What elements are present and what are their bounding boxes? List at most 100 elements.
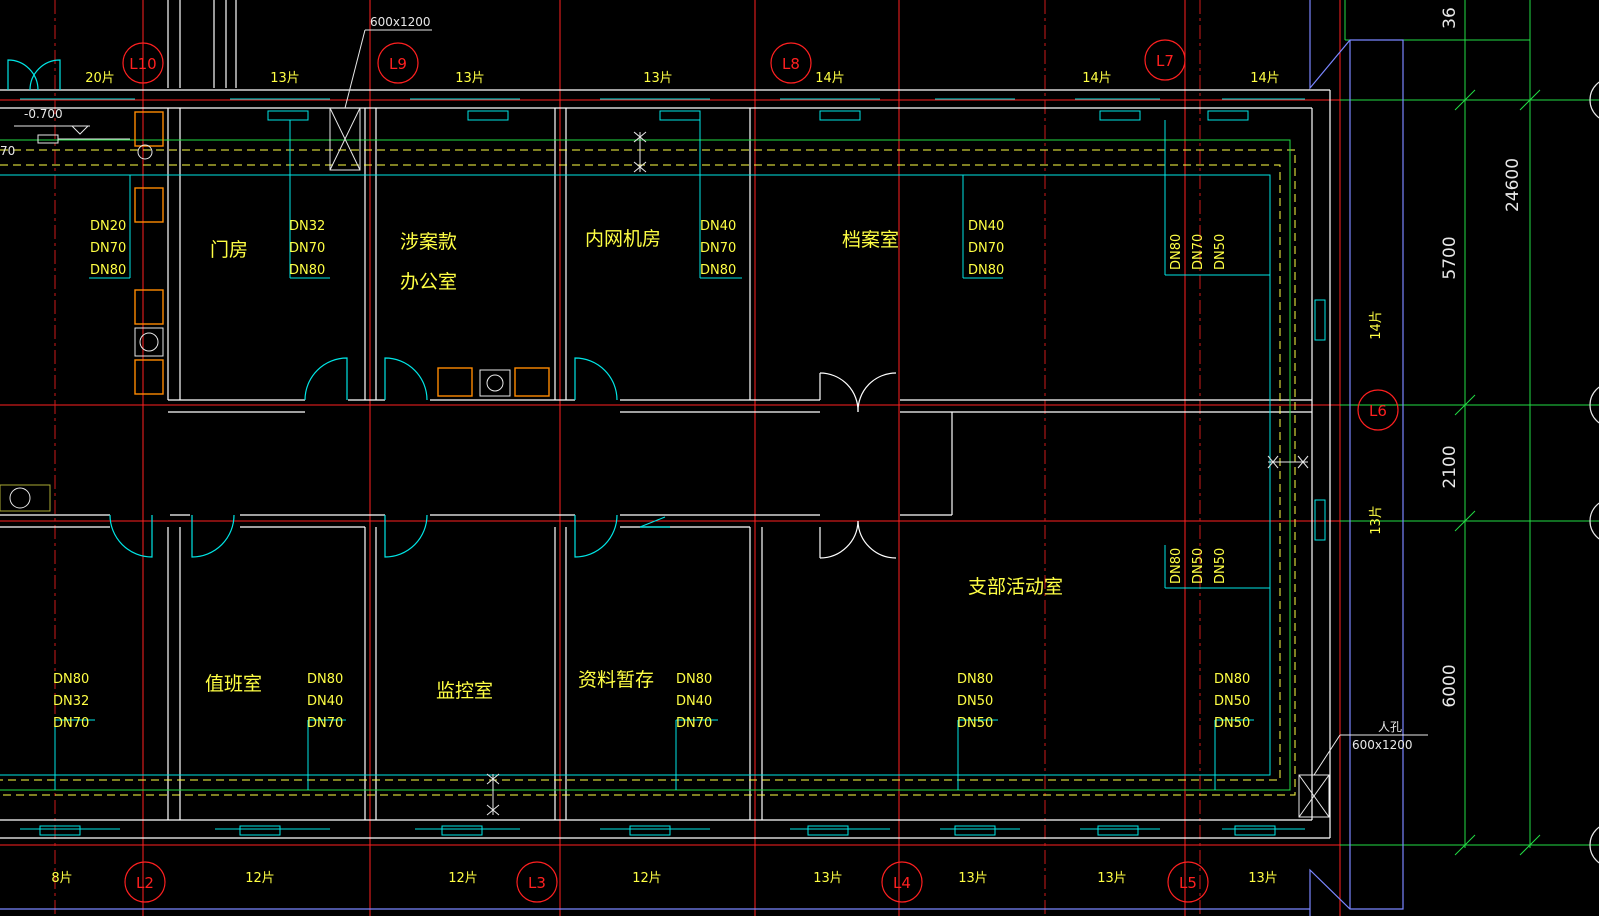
room-label-monitor: 监控室 — [436, 680, 493, 702]
pipe-size-label: DN70 — [700, 241, 736, 256]
dimension-total: 24600 — [1503, 158, 1523, 212]
room-label-activity: 支部活动室 — [968, 576, 1063, 598]
pipe-size-label: DN50 — [957, 716, 993, 731]
pipe-label-group: DN80 DN40 DN70 — [676, 672, 712, 731]
radiator-count: 13片 — [1369, 505, 1384, 535]
manhole — [329, 29, 1428, 818]
dimension-6000: 6000 — [1440, 664, 1460, 707]
radiator-count: 12片 — [245, 871, 275, 886]
pipe-size-label: DN32 — [289, 219, 325, 234]
pipe-label-group-vertical: DN80 DN70 DN50 — [1169, 234, 1228, 270]
branch-pipes — [54, 120, 1270, 790]
pipe-label-group-vertical: DN80 DN50 DN50 — [1169, 548, 1228, 584]
radiator-count: 14片 — [1082, 71, 1112, 86]
dimension-lines — [1340, 0, 1599, 856]
pipe-size-label: DN50 — [1213, 548, 1228, 584]
axis-label-L2: L2 — [136, 874, 154, 892]
pipe-size-label: DN70 — [90, 241, 126, 256]
axis-label-L5: L5 — [1179, 874, 1197, 892]
right-axis-bubbles — [1589, 81, 1599, 864]
pump-symbols — [0, 144, 511, 512]
pipe-size-label: DN50 — [1191, 548, 1206, 584]
pipe-size-label: DN80 — [90, 263, 126, 278]
radiator-count: 13片 — [958, 871, 988, 886]
room-label-network-room: 内网机房 — [585, 228, 661, 250]
radiator-count: 13片 — [1248, 871, 1278, 886]
pipe-size-label: DN80 — [289, 263, 325, 278]
dimension-5700: 5700 — [1440, 236, 1460, 279]
pipe-label-group: DN80 DN50 DN50 — [957, 672, 993, 731]
equipment-symbols — [134, 111, 550, 397]
radiator-count: 14片 — [1369, 310, 1384, 340]
pipe-size-label: DN50 — [957, 694, 993, 709]
pipe-size-label: DN40 — [307, 694, 343, 709]
axis-bubbles: L10 L9 L8 L7 L2 L3 L4 L5 L6 — [122, 39, 1399, 903]
pipe-label-group: DN40 DN70 DN80 — [700, 219, 736, 278]
axis-label-L4: L4 — [893, 874, 911, 892]
pipe-size-label: DN70 — [968, 241, 1004, 256]
radiator-count: 12片 — [632, 871, 662, 886]
pipe-size-label: DN70 — [307, 716, 343, 731]
pipe-size-label: DN80 — [968, 263, 1004, 278]
elevation-label: -0.700 — [24, 107, 63, 121]
radiator-count: 13片 — [270, 71, 300, 86]
axis-label-L8: L8 — [782, 55, 800, 73]
room-label-case-office-1: 涉案款 — [400, 231, 457, 253]
pipe-size-label: DN32 — [53, 694, 89, 709]
doors — [7, 59, 670, 558]
elevation-marker — [14, 125, 130, 144]
radiator-count: 20片 — [85, 71, 115, 86]
radiator-count: 8片 — [51, 871, 72, 886]
pipe-size-label: DN40 — [676, 694, 712, 709]
manhole-label: 人孔 — [1378, 720, 1402, 734]
manhole-size: 600x1200 — [1352, 738, 1413, 752]
room-label-storage: 资料暂存 — [578, 669, 654, 691]
roof-outline — [0, 0, 1404, 916]
room-label-archive: 档案室 — [842, 229, 899, 251]
pipe-size-label: DN70 — [53, 716, 89, 731]
pipe-size-label: DN80 — [700, 263, 736, 278]
pipe-size-label: DN70 — [289, 241, 325, 256]
pipe-size-label: DN80 — [307, 672, 343, 687]
pipe-size-label: DN50 — [1214, 694, 1250, 709]
pipe-label-group: DN80 DN50 DN50 — [1214, 672, 1250, 731]
windows — [20, 98, 1305, 830]
edge-fragment-text: 70 — [0, 144, 15, 158]
pipe-label-group: DN80 DN40 DN70 — [307, 672, 343, 731]
radiators — [39, 110, 1326, 836]
radiator-count: 12片 — [448, 871, 478, 886]
pipe-size-label: DN80 — [53, 672, 89, 687]
radiator-count: 14片 — [815, 71, 845, 86]
pipe-label-group: DN20 DN70 DN80 — [90, 219, 126, 278]
radiator-count: 13片 — [455, 71, 485, 86]
manhole-size-top: 600x1200 — [370, 15, 431, 29]
axis-label-L9: L9 — [389, 55, 407, 73]
pipe-size-label: DN80 — [1169, 234, 1184, 270]
radiator-count: 14片 — [1250, 71, 1280, 86]
pipe-size-label: DN70 — [1191, 234, 1206, 270]
pipe-label-group: DN40 DN70 DN80 — [968, 219, 1004, 278]
radiator-count: 13片 — [643, 71, 673, 86]
double-doors — [819, 372, 897, 559]
radiator-count: 13片 — [813, 871, 843, 886]
room-label-duty: 值班室 — [205, 673, 262, 695]
room-label-guard: 门房 — [210, 239, 248, 261]
pipe-size-label: DN50 — [1213, 234, 1228, 270]
heating-loop — [0, 139, 1296, 796]
pipe-size-label: DN40 — [968, 219, 1004, 234]
axis-label-L6: L6 — [1369, 402, 1387, 420]
pipe-size-label: DN80 — [676, 672, 712, 687]
axis-label-L10: L10 — [129, 55, 156, 73]
pipe-markers — [486, 131, 1309, 816]
room-label-case-office-2: 办公室 — [400, 271, 457, 293]
dimension-2100: 2100 — [1440, 445, 1460, 488]
pipe-size-label: DN40 — [700, 219, 736, 234]
axis-label-L7: L7 — [1156, 52, 1174, 70]
radiator-count: 13片 — [1097, 871, 1127, 886]
axis-label-L3: L3 — [528, 874, 546, 892]
pipe-size-label: DN80 — [1214, 672, 1250, 687]
